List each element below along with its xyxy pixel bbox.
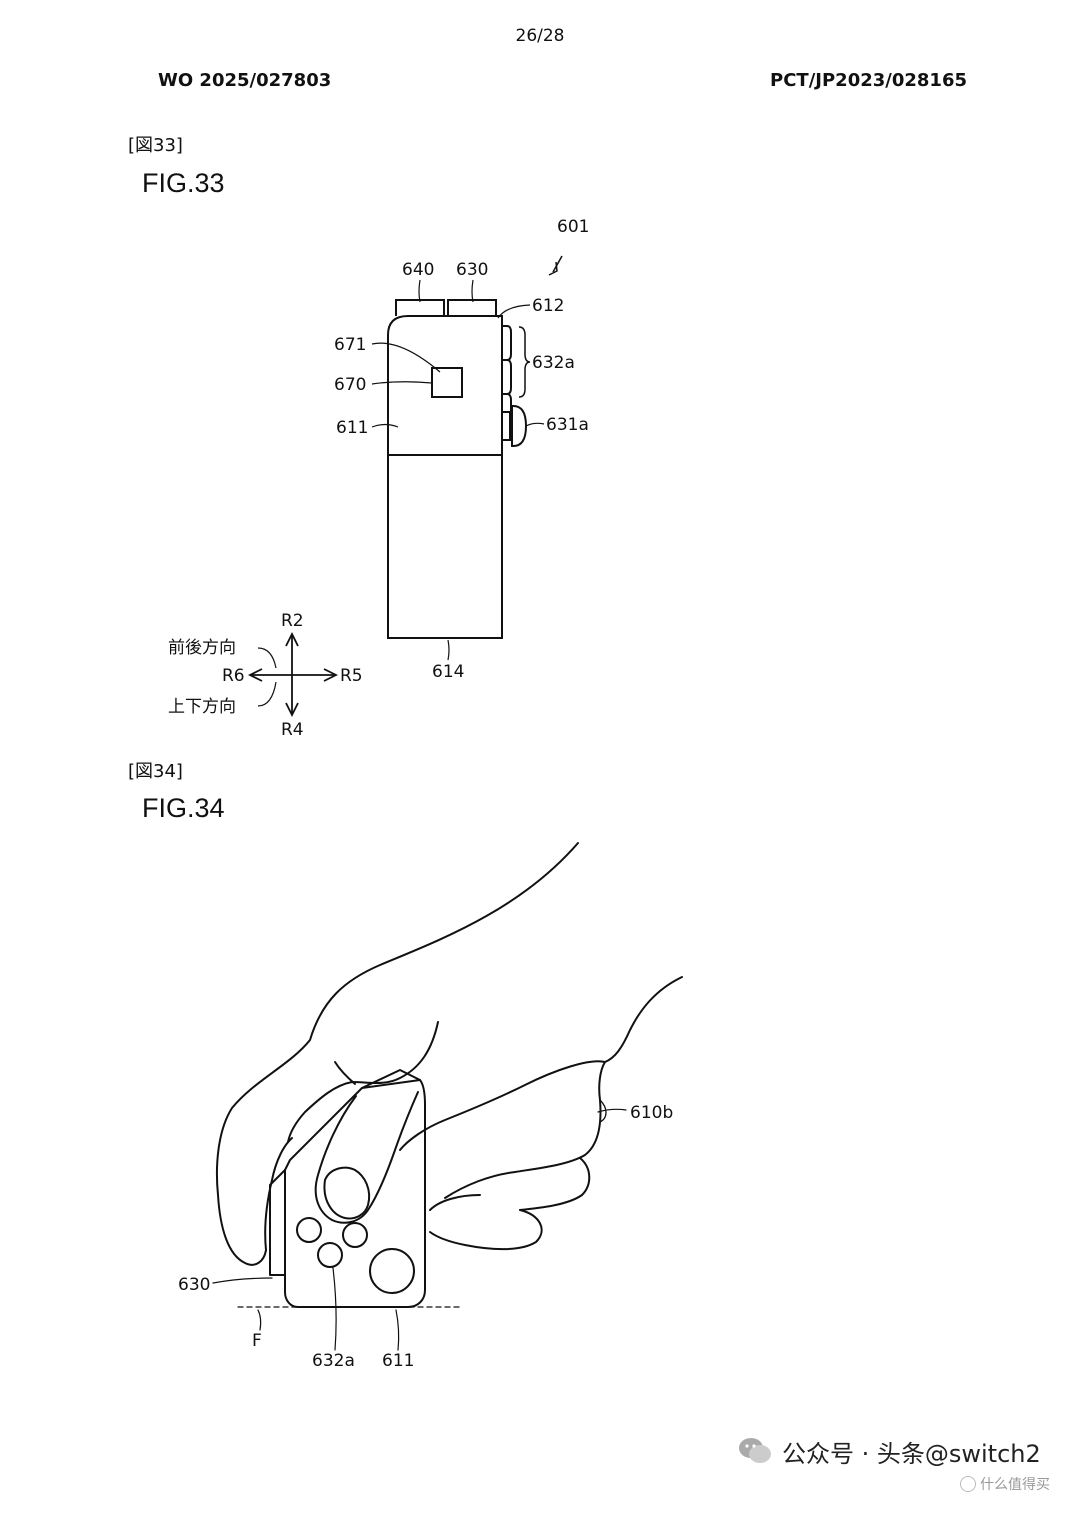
label-611: 611: [336, 418, 368, 438]
sub-watermark: 什么值得买: [960, 1474, 1050, 1494]
leader-front-back: [257, 647, 277, 669]
sub-watermark-text: 什么值得买: [980, 1477, 1050, 1493]
label-up-down: 上下方向: [168, 697, 236, 717]
fig33-tag: [図33]: [128, 135, 183, 156]
stick-cap: [511, 404, 528, 448]
left-knuckle: [334, 1061, 356, 1085]
leader-630b: [212, 1277, 273, 1284]
fig34-title: FIG.34: [142, 793, 225, 823]
label-612: 612: [532, 296, 564, 316]
label-614: 614: [432, 662, 464, 682]
label-640: 640: [402, 260, 434, 280]
label-front-back: 前後方向: [168, 638, 236, 658]
publication-number: WO 2025/027803: [158, 70, 332, 91]
watermark-text: 公众号 · 头条@switch2: [782, 1439, 1041, 1468]
page-number: 26/28: [515, 26, 565, 46]
right-hand-detail: [599, 1099, 607, 1123]
fingernail: [323, 1166, 371, 1220]
left-hand-outline: [215, 842, 579, 1266]
right-finger-3: [429, 1194, 481, 1211]
right-wrist: [604, 976, 683, 1063]
index-finger: [314, 1091, 419, 1224]
leader-630: [471, 279, 474, 303]
fig33-drawing: [247, 255, 563, 718]
button-630: [447, 299, 497, 316]
leader-670: [371, 381, 433, 385]
label-610b: 610b: [630, 1103, 673, 1123]
arrow-down: [285, 702, 299, 718]
label-632a: 632a: [532, 353, 575, 373]
leader-614: [447, 639, 450, 661]
label-r6: R6: [222, 666, 245, 686]
right-finger-1: [519, 1157, 591, 1211]
fig34-labels: 610b 630 F 632a 611: [178, 1103, 673, 1371]
controller-top-edge: [361, 1069, 421, 1089]
controller-body: [387, 315, 503, 639]
label-f: F: [252, 1331, 262, 1351]
leader-640: [418, 279, 421, 303]
leader-671: [371, 342, 441, 373]
button-b: [342, 1222, 368, 1248]
fig34-tag: [図34]: [128, 761, 183, 782]
label-671: 671: [334, 335, 366, 355]
label-601: 601: [557, 217, 589, 237]
leader-f: [257, 1309, 262, 1331]
leader-up-down: [257, 681, 277, 707]
right-finger-2: [429, 1209, 543, 1251]
controller-630-rail: [269, 1169, 286, 1276]
label-670: 670: [334, 375, 366, 395]
right-hand-top: [399, 1060, 606, 1151]
fig33-labels: 601 640 630 612 671 632a 670 631a 611 61…: [168, 217, 589, 740]
arrow-right: [323, 668, 339, 682]
arrow-601: [548, 261, 558, 276]
button-c: [317, 1242, 343, 1268]
leader-610b: [597, 1108, 627, 1113]
fig34-drawing: [212, 842, 683, 1351]
label-r5: R5: [340, 666, 363, 686]
button-a: [296, 1217, 322, 1243]
left-thumb-base: [264, 1137, 293, 1251]
label-630: 630: [456, 260, 488, 280]
label-631a: 631a: [546, 415, 589, 435]
leader-612: [497, 304, 531, 319]
fig33-title: FIG.33: [142, 168, 225, 198]
sensor-670: [431, 367, 463, 398]
leader-611-b: [395, 1309, 400, 1351]
button-640: [395, 299, 445, 316]
controller-611: [284, 1079, 426, 1308]
watermark: 公众号 · 头条@switch2: [738, 1431, 1041, 1471]
arrow-left: [247, 668, 263, 682]
side-button-1: [502, 325, 512, 361]
label-611-b: 611: [382, 1351, 414, 1371]
leader-632a-b: [332, 1267, 337, 1351]
side-button-2: [502, 359, 512, 395]
leader-631a: [525, 422, 545, 427]
label-r2: R2: [281, 611, 304, 631]
label-630-b: 630: [178, 1275, 210, 1295]
label-632a-b: 632a: [312, 1351, 355, 1371]
label-r4: R4: [281, 720, 304, 740]
stick-top: [369, 1248, 415, 1294]
stick-base: [502, 411, 511, 441]
side-button-3: [502, 393, 512, 413]
application-number: PCT/JP2023/028165: [770, 70, 967, 91]
leader-601: [552, 255, 563, 273]
smzdm-icon: [960, 1476, 976, 1492]
right-hand-back: [444, 1061, 606, 1199]
arrow-up: [285, 631, 299, 647]
wechat-icon: [738, 1436, 772, 1466]
leader-611: [371, 423, 399, 428]
brace-632a: [518, 326, 531, 398]
